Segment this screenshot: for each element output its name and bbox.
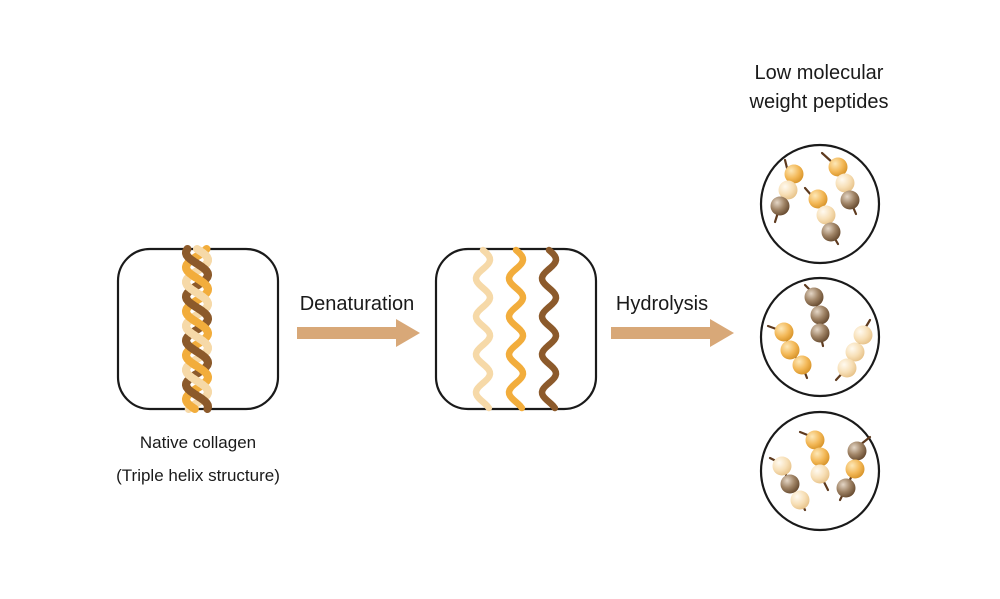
- amino-acid-bead-brown: [781, 475, 800, 494]
- amino-acid-bead-brown: [837, 479, 856, 498]
- amino-acid-bead-gold: [846, 460, 865, 479]
- triple-helix: [186, 249, 208, 409]
- amino-acid-bead-pale: [773, 457, 792, 476]
- helix-strand-brown: [196, 395, 199, 397]
- hydrolysis-arrow: [611, 319, 734, 347]
- amino-acid-bead-gold: [811, 448, 830, 467]
- hydrolysis-label: Hydrolysis: [602, 293, 722, 316]
- helix-strand-pale: [197, 337, 200, 339]
- helix-strand-pale: [197, 249, 200, 251]
- peptide-circle-1: [761, 145, 879, 263]
- helix-strand-gold: [195, 321, 198, 323]
- native-collagen-box: [118, 249, 278, 409]
- amino-acid-bead-pale: [811, 465, 830, 484]
- helix-strand-gold: [195, 277, 198, 279]
- amino-acid-bead-brown: [811, 324, 830, 343]
- arrow-head: [710, 319, 734, 347]
- amino-acid-bead-gold: [793, 356, 812, 375]
- denatured-collagen-box: [436, 249, 596, 409]
- amino-acid-bead-pale: [817, 206, 836, 225]
- helix-strand-pale: [197, 293, 200, 295]
- helix-strand-brown: [196, 307, 199, 309]
- arrow-shaft: [297, 327, 397, 339]
- helix-strand-gold: [195, 365, 198, 367]
- amino-acid-bead-pale: [791, 491, 810, 510]
- triple-helix-label: (Triple helix structure): [88, 466, 308, 486]
- peptide-circles: [761, 145, 879, 530]
- amino-acid-bead-gold: [781, 341, 800, 360]
- amino-acid-bead-pale: [838, 359, 857, 378]
- amino-acid-bead-gold: [775, 323, 794, 342]
- amino-acid-bead-brown: [771, 197, 790, 216]
- peptide-circle-3: [761, 412, 879, 530]
- amino-acid-bead-pale: [836, 174, 855, 193]
- denaturation-label: Denaturation: [287, 293, 427, 316]
- amino-acid-bead-brown: [848, 442, 867, 461]
- amino-acid-bead-brown: [841, 191, 860, 210]
- helix-strand-brown: [196, 351, 199, 353]
- denaturation-arrow: [297, 319, 420, 347]
- peptides-title-line1: Low molecular: [729, 59, 909, 88]
- amino-acid-bead-gold: [806, 431, 825, 450]
- arrow-head: [396, 319, 420, 347]
- native-collagen-label: Native collagen: [118, 433, 278, 453]
- amino-acid-bead-brown: [811, 306, 830, 325]
- peptide-circle-2: [761, 278, 879, 396]
- helix-strand-gold: [192, 407, 195, 409]
- helix-strand-pale: [197, 381, 200, 383]
- helix-strand-brown: [196, 263, 199, 265]
- amino-acid-bead-brown: [822, 223, 841, 242]
- amino-acid-bead-pale: [854, 326, 873, 345]
- peptides-title-line2: weight peptides: [729, 88, 909, 117]
- amino-acid-bead-brown: [805, 288, 824, 307]
- arrow-shaft: [611, 327, 711, 339]
